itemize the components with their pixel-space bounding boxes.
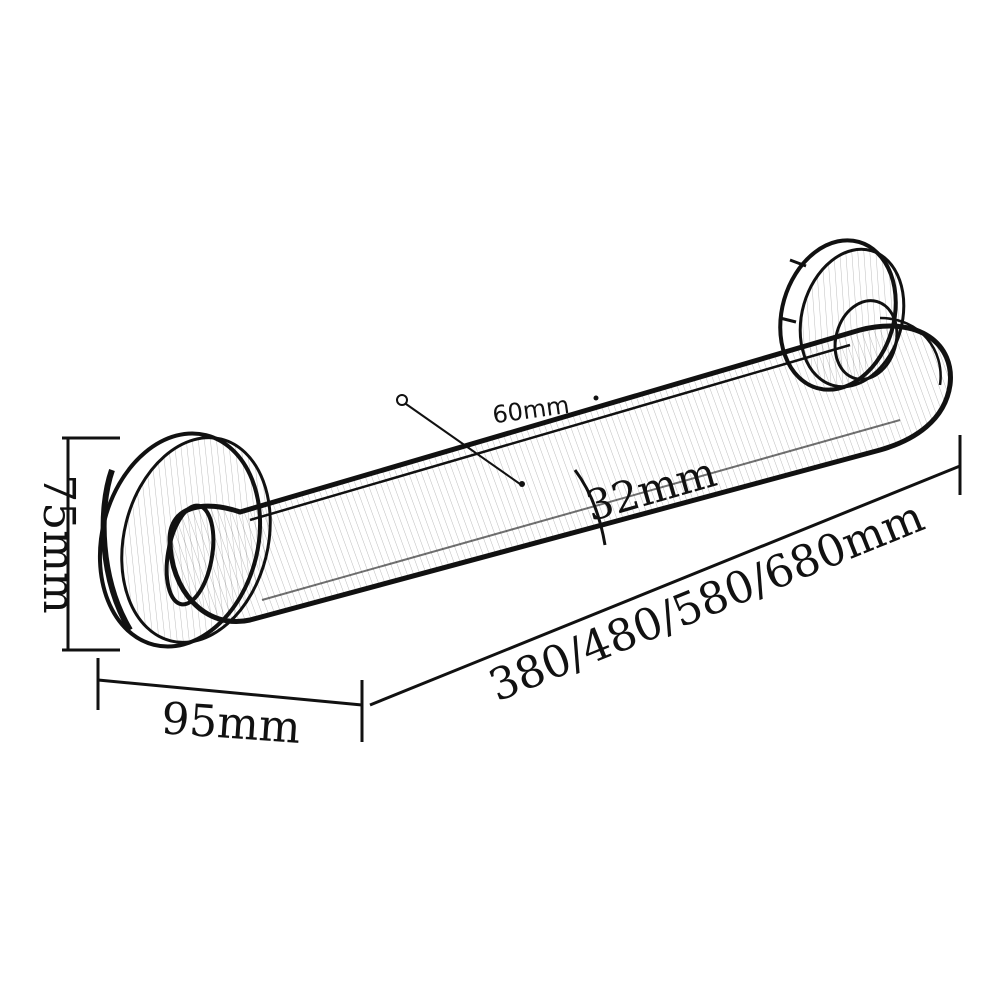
grab-bar-tube [164, 316, 953, 624]
depth-label: 95mm [160, 693, 303, 754]
height-label: 75mm [33, 474, 84, 613]
depth-dimension: 95mm [96, 658, 364, 754]
height-dimension: 75mm [33, 436, 120, 652]
